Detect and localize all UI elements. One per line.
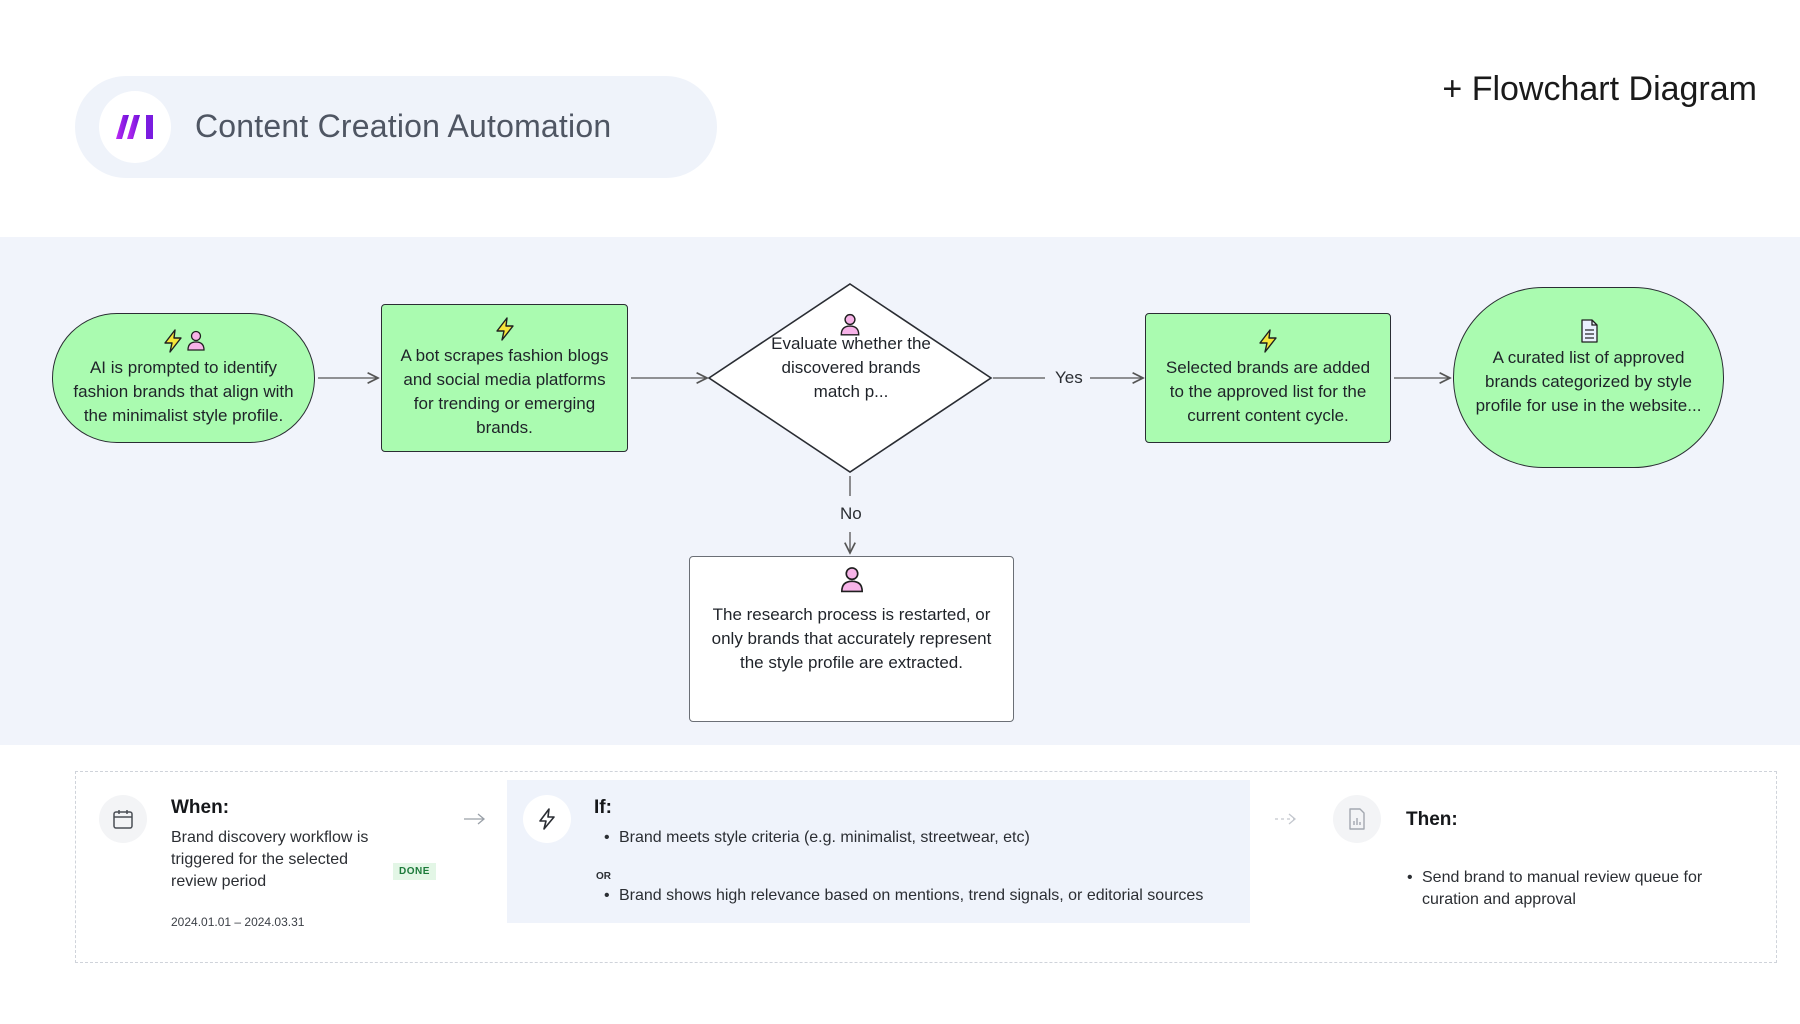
- edge-label-yes: Yes: [1051, 368, 1087, 388]
- document-icon: [1580, 318, 1598, 343]
- person-icon: [840, 567, 863, 593]
- then-heading: Then:: [1406, 809, 1458, 830]
- bolt-outline-icon: [523, 795, 571, 843]
- when-text: Brand discovery workflow is triggered fo…: [171, 829, 369, 890]
- report-icon: [1333, 795, 1381, 843]
- title-pill: Content Creation Automation: [75, 76, 717, 178]
- arrow-right-icon: [464, 813, 486, 825]
- condition-item: Brand meets style criteria (e.g. minimal…: [604, 827, 1030, 849]
- rule-panel: [75, 771, 1777, 963]
- node-restart[interactable]: The research process is restarted, or on…: [689, 556, 1014, 722]
- app-title: Content Creation Automation: [195, 108, 612, 144]
- action-item: Send brand to manual review queue for cu…: [1407, 867, 1732, 911]
- node-start[interactable]: AI is prompted to identify fashion brand…: [52, 313, 315, 443]
- arrow-right-dashed-icon: [1275, 813, 1297, 825]
- condition-item: Brand shows high relevance based on ment…: [604, 885, 1203, 907]
- bolt-icon: [163, 329, 182, 353]
- node-text: A curated list of approved brands catego…: [1475, 347, 1702, 415]
- node-text: Selected brands are added to the approve…: [1165, 358, 1371, 425]
- node-output[interactable]: A curated list of approved brands catego…: [1453, 287, 1724, 468]
- decision-diamond: [707, 283, 993, 473]
- node-text: A bot scrapes fashion blogs and social m…: [400, 346, 609, 437]
- status-badge: DONE: [393, 863, 436, 880]
- person-icon: [186, 330, 205, 351]
- make-logo-icon: [99, 91, 171, 163]
- decision-text[interactable]: Evaluate whether the discovered brands m…: [771, 334, 931, 401]
- edge-label-no: No: [836, 504, 866, 524]
- date-range: 2024.01.01 – 2024.03.31: [171, 915, 305, 929]
- node-approved[interactable]: Selected brands are added to the approve…: [1145, 313, 1391, 443]
- node-text: AI is prompted to identify fashion brand…: [73, 358, 294, 425]
- node-text: The research process is restarted, or on…: [711, 605, 992, 672]
- bolt-icon: [1259, 329, 1277, 353]
- when-heading: When:: [171, 797, 230, 818]
- calendar-icon: [99, 795, 147, 843]
- person-icon: [840, 313, 860, 336]
- if-heading: If:: [594, 797, 612, 818]
- or-label: OR: [596, 871, 611, 882]
- bolt-icon: [495, 317, 514, 341]
- node-scrape[interactable]: A bot scrapes fashion blogs and social m…: [381, 304, 628, 452]
- add-flowchart-button[interactable]: + Flowchart Diagram: [1442, 70, 1757, 108]
